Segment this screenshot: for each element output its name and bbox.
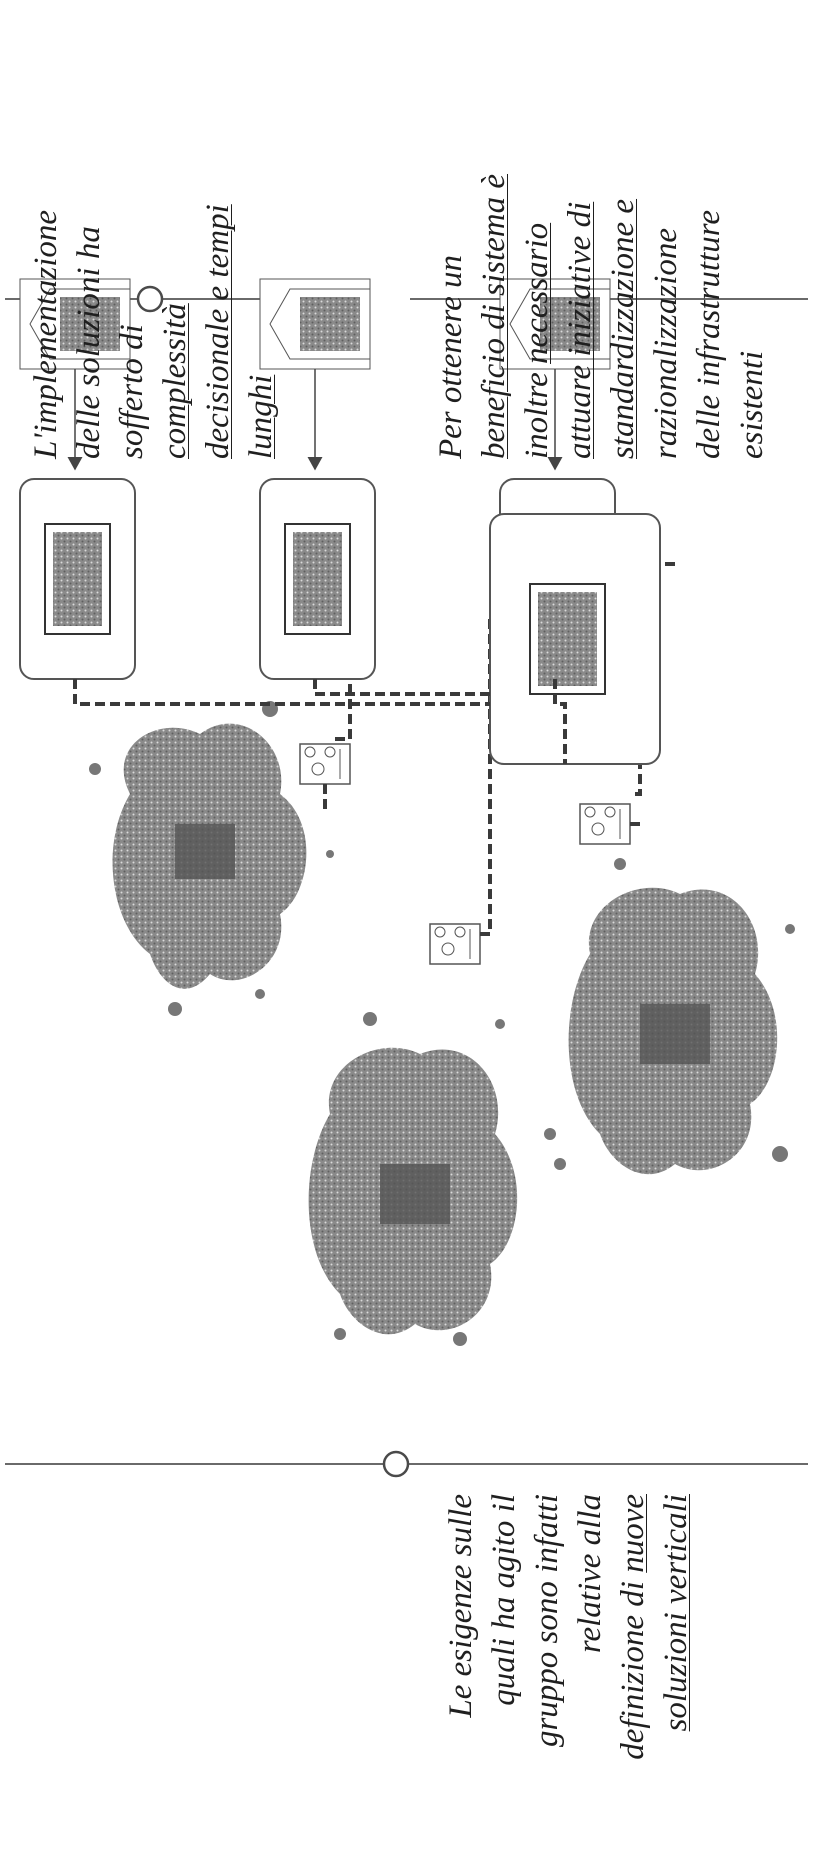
- timeline-node-left: [384, 1452, 408, 1476]
- people-icon-1: [300, 744, 350, 784]
- text-top-right-line-3: sofferto di: [111, 19, 154, 459]
- text-left-line-1: Le esigenze sulle: [440, 1494, 483, 1824]
- text-top-right-line-6-underlined: lunghi: [243, 375, 279, 459]
- text-block-bottom-right: Per ottenere un beneficio di sistema è i…: [430, 19, 774, 459]
- text-left-line-5b: nuove: [615, 1494, 651, 1573]
- text-left-line-6: soluzioni verticali: [655, 1494, 698, 1824]
- text-left-line-5a: definizione di: [615, 1573, 651, 1760]
- central-server-box: [490, 509, 660, 764]
- text-bottom-right-line-8: esistenti: [731, 19, 774, 459]
- text-left-line-3: gruppo sono infatti: [526, 1494, 569, 1824]
- text-bottom-right-line-3: inoltre necessario: [516, 19, 559, 459]
- server-icon-2: [285, 524, 350, 634]
- text-block-top-right: L'implementazione delle soluzioni ha sof…: [25, 19, 283, 459]
- text-bottom-right-line-4: attuare iniziative di: [559, 19, 602, 459]
- text-top-right-line-5-underlined: decisionale e tempi: [200, 204, 236, 459]
- text-block-left: Le esigenze sulle quali ha agito il grup…: [440, 1494, 698, 1824]
- network-cloud-2: [309, 1012, 556, 1346]
- people-icon-3: [580, 804, 630, 844]
- text-bottom-right-line-5: standardizzazione e: [602, 19, 645, 459]
- text-bottom-right-line-6: razionalizzazione: [645, 19, 688, 459]
- timeline-divider-left: [5, 1452, 808, 1476]
- text-bottom-right-line-5-underlined: standardizzazione e: [605, 199, 641, 459]
- server-icon-1: [45, 524, 110, 634]
- central-server-icon: [530, 584, 605, 694]
- text-bottom-right-line-2: beneficio di sistema è: [473, 19, 516, 459]
- text-top-right-line-2: delle soluzioni ha: [68, 19, 111, 459]
- text-top-right-line-4: complessità: [154, 19, 197, 459]
- text-bottom-right-line-1: Per ottenere un: [430, 19, 473, 459]
- text-bottom-right-line-3a: inoltre: [519, 364, 555, 459]
- network-cloud-3: [554, 858, 795, 1174]
- people-icon-2: [430, 924, 480, 964]
- text-top-right-line-4-underlined: complessità: [157, 303, 193, 459]
- text-left-line-5: definizione di nuove: [612, 1494, 655, 1824]
- text-left-line-2: quali ha agito il: [483, 1494, 526, 1824]
- text-bottom-right-line-3b: necessario: [519, 223, 555, 364]
- text-top-right-line-1: L'implementazione: [25, 19, 68, 459]
- text-top-right-line-5: decisionale e tempi: [197, 19, 240, 459]
- text-bottom-right-line-7: delle infrastrutture: [688, 19, 731, 459]
- text-left-line-6-underlined: soluzioni verticali: [658, 1494, 694, 1731]
- text-left-line-4: relative alla: [569, 1494, 612, 1824]
- network-cloud-1: [89, 701, 334, 1016]
- text-bottom-right-line-2-underlined: beneficio di sistema è: [476, 174, 512, 459]
- server-box-1: [20, 479, 135, 679]
- text-bottom-right-line-4-underlined: attuare iniziative di: [562, 202, 598, 459]
- server-box-2: [260, 479, 375, 679]
- text-top-right-line-6: lunghi: [240, 19, 283, 459]
